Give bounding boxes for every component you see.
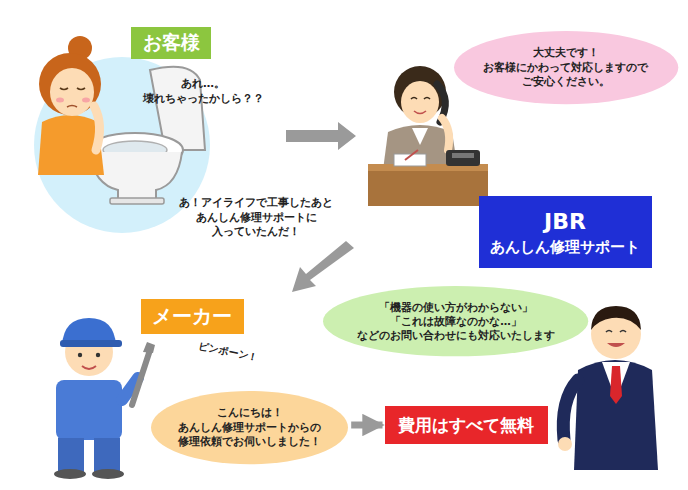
speech-text: あれ…。 壊れちゃったかしら？？: [141, 77, 265, 107]
highlight-box: 費用はすべて無料: [385, 406, 548, 445]
node-subtext: あんしん修理サポート: [489, 237, 642, 257]
flow-arrow: [351, 422, 382, 429]
customer-figure: [38, 36, 104, 175]
node-text: JBR: [543, 207, 588, 237]
node-text: メーカー: [151, 303, 234, 330]
flow-arrow: [292, 241, 354, 292]
service-box: JBRあんしん修理サポート: [479, 196, 652, 268]
bubble-shape: [323, 286, 588, 356]
node-text: 「機器の使い方がわからない」 「これは故障なのかな…」 などのお問い合わせにも対…: [355, 300, 556, 343]
sound-effect: ピンポーン！: [196, 339, 260, 365]
bubble-shape: [454, 31, 678, 104]
node-text: 大丈夫です！ お客様にかわって対応しますので ご安心ください。: [482, 46, 650, 91]
worker-figure: [54, 318, 155, 479]
speech-bubble: 大丈夫です！ お客様にかわって対応しますので ご安心ください。: [453, 30, 679, 105]
node-text: こんにちは！ あんしん修理サポートからの 修理依頼でお伺いしました！: [177, 406, 323, 451]
node-text: 費用はすべて無料: [397, 414, 536, 437]
bubble-shape: [151, 391, 348, 464]
role-label: メーカー: [141, 299, 244, 334]
speech-bubble: こんにちは！ あんしん修理サポートからの 修理依頼でお伺いしました！: [150, 390, 349, 465]
speech-bubble: 「機器の使い方がわからない」 「これは故障なのかな…」 などのお問い合わせにも対…: [322, 285, 589, 357]
operator-figure: [368, 66, 488, 206]
node-text: お客様: [141, 30, 201, 56]
role-label: お客様: [131, 27, 211, 59]
speech-text: あ！アイライフで工事したあと あんしん修理サポートに 入っていたんだ！: [178, 196, 335, 241]
flow-arrow: [286, 122, 356, 150]
